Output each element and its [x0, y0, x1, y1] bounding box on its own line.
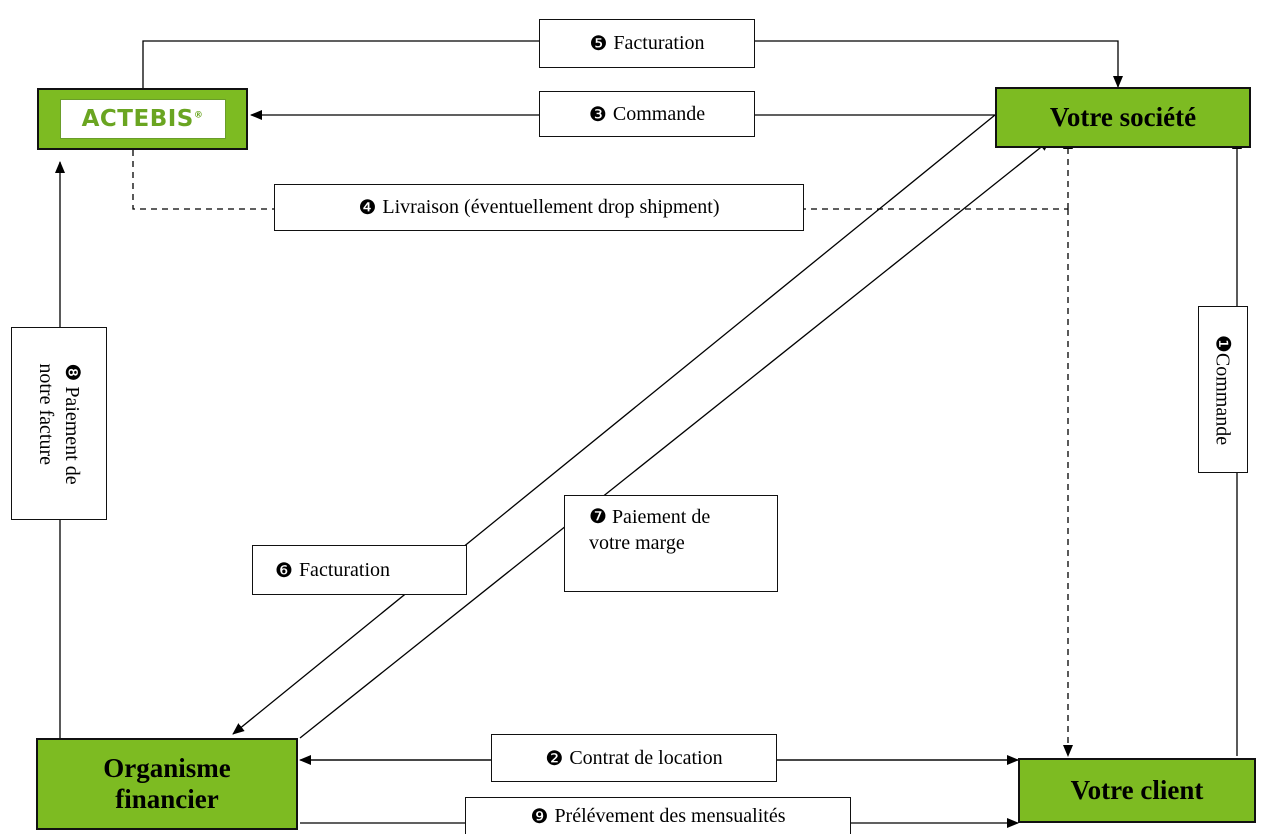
step7-line2: votre marge	[589, 532, 685, 554]
step3-text: Commande	[612, 102, 706, 125]
node-votre-client: Votre client	[1018, 758, 1256, 823]
node-votre-client-label: Votre client	[1070, 774, 1204, 805]
step1-rotated: ❶Commande	[1211, 334, 1236, 444]
actebis-logo: ACTEBIS®	[59, 99, 226, 139]
label-step1: ❶Commande	[1198, 306, 1248, 473]
label-step4: ❹ Livraison (éventuellement drop shipmen…	[274, 184, 804, 231]
step8-line1: Paiement de	[61, 385, 83, 485]
step4-text: Livraison (éventuellement drop shipment)	[382, 196, 720, 218]
node-organisme-line2: financier	[115, 784, 219, 814]
step2-text: Contrat de location	[569, 746, 723, 769]
label-step2: ❷ Contrat de location	[491, 734, 777, 782]
step2-number: ❷	[545, 747, 564, 770]
step8-number: ❽	[61, 362, 83, 381]
arrow-step6	[232, 114, 996, 735]
step5-number: ❺	[589, 33, 608, 55]
node-actebis: ACTEBIS®	[37, 88, 248, 150]
node-organisme-line1: Organisme	[103, 752, 231, 783]
step7-number: ❼	[589, 506, 607, 528]
step9-number: ❾	[530, 805, 549, 828]
step5-text: Facturation	[613, 32, 705, 54]
node-votre-societe: Votre société	[995, 87, 1251, 148]
step6-number: ❻	[275, 559, 293, 582]
step6-text: Facturation	[298, 558, 391, 581]
arrow-step7	[299, 139, 1051, 739]
node-organisme-financier: Organisme financier	[36, 738, 298, 830]
label-step5: ❺ Facturation	[539, 19, 755, 68]
step1-text: Commande	[1211, 352, 1234, 445]
label-step9: ❾ Prélévement des mensualités	[465, 797, 851, 834]
step3-number: ❸	[588, 103, 607, 126]
node-votre-societe-label: Votre société	[1049, 101, 1197, 132]
step1-number: ❶	[1211, 334, 1234, 353]
actebis-logo-text: ACTEBIS®	[81, 105, 204, 132]
label-step6: ❻ Facturation	[252, 545, 467, 595]
label-step8: ❽ Paiement de notre facture	[11, 327, 107, 520]
step4-number: ❹	[358, 197, 377, 219]
step9-text: Prélévement des mensualités	[554, 804, 786, 827]
step8-rotated: ❽ Paiement de notre facture	[33, 363, 85, 484]
step7-line1: Paiement de	[611, 506, 711, 528]
label-step7: ❼ Paiement de votre marge	[564, 495, 778, 592]
label-step3: ❸ Commande	[539, 91, 755, 137]
step8-line2: notre facture	[35, 362, 57, 465]
